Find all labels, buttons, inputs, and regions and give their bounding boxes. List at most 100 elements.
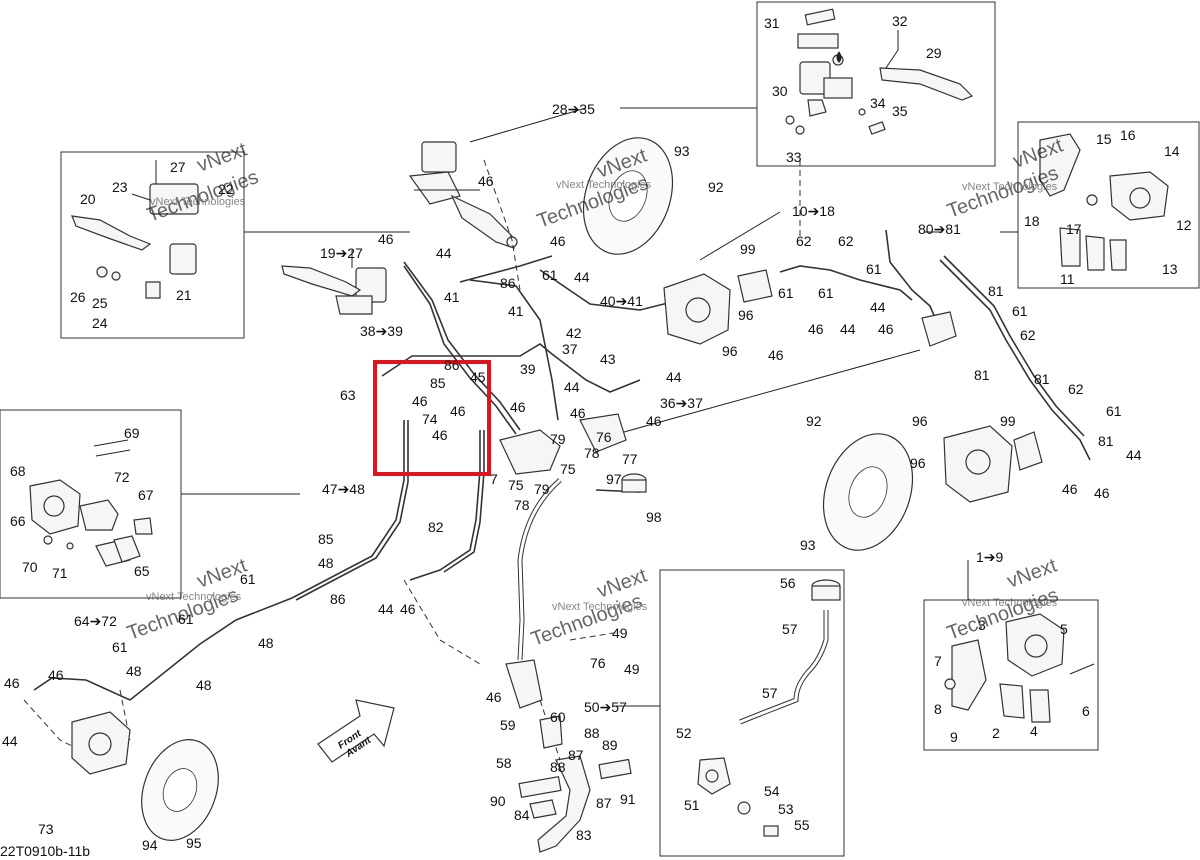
part-label: 47➔48 [322, 481, 365, 497]
part-label: 30 [772, 83, 788, 99]
part-label: 34 [870, 95, 886, 111]
part-label: 44 [564, 379, 580, 395]
part-label: 75 [508, 477, 524, 493]
part-label: 92 [806, 413, 822, 429]
part-label: 61 [542, 267, 558, 283]
watermark-text: vNext Technologies [962, 181, 1058, 193]
left-handlebar-master-cylinder [408, 141, 518, 249]
part-label: 73 [38, 821, 54, 837]
part-label: 55 [794, 817, 810, 833]
brake-pedal-assembly [505, 659, 632, 853]
part-label: 53 [778, 801, 794, 817]
part-label: 48 [126, 663, 142, 679]
part-label: 44 [574, 269, 590, 285]
part-label: 3 [978, 617, 986, 633]
part-label: 61 [178, 611, 194, 627]
part-label: 24 [92, 315, 108, 331]
part-label: 22 [218, 181, 234, 197]
part-label: 72 [114, 469, 130, 485]
part-label: 15 [1096, 131, 1112, 147]
distribution-block [499, 311, 957, 493]
part-label: 29 [926, 45, 942, 61]
part-label: 28➔35 [552, 101, 595, 117]
part-label: 46 [48, 667, 64, 683]
watermark-text: vNext Technologies [146, 591, 242, 603]
part-label: 19➔27 [320, 245, 363, 261]
part-label: 35 [892, 103, 908, 119]
caliper-front-left-main [663, 269, 773, 345]
part-label: 61 [778, 285, 794, 301]
part-label: 39 [520, 361, 536, 377]
detail-box-front-caliper-right [923, 599, 1099, 751]
part-label: 12 [1176, 217, 1192, 233]
part-label: 45 [470, 369, 486, 385]
part-label: 61 [866, 261, 882, 277]
part-label: 77 [622, 451, 638, 467]
part-label: 62 [1068, 381, 1084, 397]
detail-box-rear-caliper-right [1017, 121, 1200, 289]
part-label: 56 [780, 575, 796, 591]
part-label: 74 [422, 411, 438, 427]
detail-box-rear-master-cylinder [659, 569, 845, 857]
part-label: 18 [1024, 213, 1040, 229]
part-label: 97 [606, 471, 622, 487]
part-label: 88 [584, 725, 600, 741]
part-label: 44 [666, 369, 682, 385]
part-label: 88 [550, 759, 566, 775]
part-label: 57 [762, 685, 778, 701]
part-label: 46 [878, 321, 894, 337]
part-label: 25 [92, 295, 108, 311]
part-label: 46 [570, 405, 586, 421]
part-label: 78 [514, 497, 530, 513]
part-label: 31 [764, 15, 780, 31]
part-label: 48 [318, 555, 334, 571]
part-label: 21 [176, 287, 192, 303]
part-label: 99 [1000, 413, 1016, 429]
part-label: 13 [1162, 261, 1178, 277]
left-handlebar-master-cylinder-2 [281, 265, 387, 315]
part-label: 61 [240, 571, 256, 587]
part-label: 8 [934, 701, 942, 717]
part-label: 7 [490, 471, 498, 487]
watermark-text: vNext Technologies [556, 179, 652, 191]
part-label: 44 [840, 321, 856, 337]
part-label: 4 [1030, 723, 1038, 739]
part-label: 11 [1060, 271, 1075, 287]
part-label: 64➔72 [74, 613, 117, 629]
part-label: 58 [496, 755, 512, 771]
part-label: 89 [602, 737, 618, 753]
part-label: 5 [1060, 621, 1068, 637]
part-label: 61 [112, 639, 128, 655]
part-label: 46 [646, 413, 662, 429]
part-label: 36➔37 [660, 395, 703, 411]
part-label: 83 [576, 827, 592, 843]
part-label: 20 [80, 191, 96, 207]
part-label: 99 [740, 241, 756, 257]
part-label: 46 [550, 233, 566, 249]
part-label: 85 [318, 531, 334, 547]
part-label: 48 [258, 635, 274, 651]
part-label: 67 [138, 487, 154, 503]
part-label: 7 [934, 653, 942, 669]
part-label: 48 [196, 677, 212, 693]
part-label: 44 [436, 245, 452, 261]
part-label: 46 [478, 173, 494, 189]
part-label: 81 [1098, 433, 1114, 449]
part-label: 93 [800, 537, 816, 553]
watermark-text: vNext Technologies [962, 597, 1058, 609]
part-label: 14 [1164, 143, 1180, 159]
part-label: 81 [1034, 371, 1050, 387]
part-label: 52 [676, 725, 692, 741]
part-label: 63 [340, 387, 356, 403]
watermarks: vNext Technologies vNext Technologies vN… [124, 134, 1066, 650]
part-label: 1➔9 [976, 549, 1004, 565]
part-label: 16 [1120, 127, 1136, 143]
part-label: 96 [722, 343, 738, 359]
part-label: 92 [708, 179, 724, 195]
caliper-front-right-main [943, 425, 1043, 503]
part-label: 86 [330, 591, 346, 607]
part-label: 40➔41 [600, 293, 643, 309]
part-label: 46 [432, 427, 448, 443]
part-label: 65 [134, 563, 150, 579]
